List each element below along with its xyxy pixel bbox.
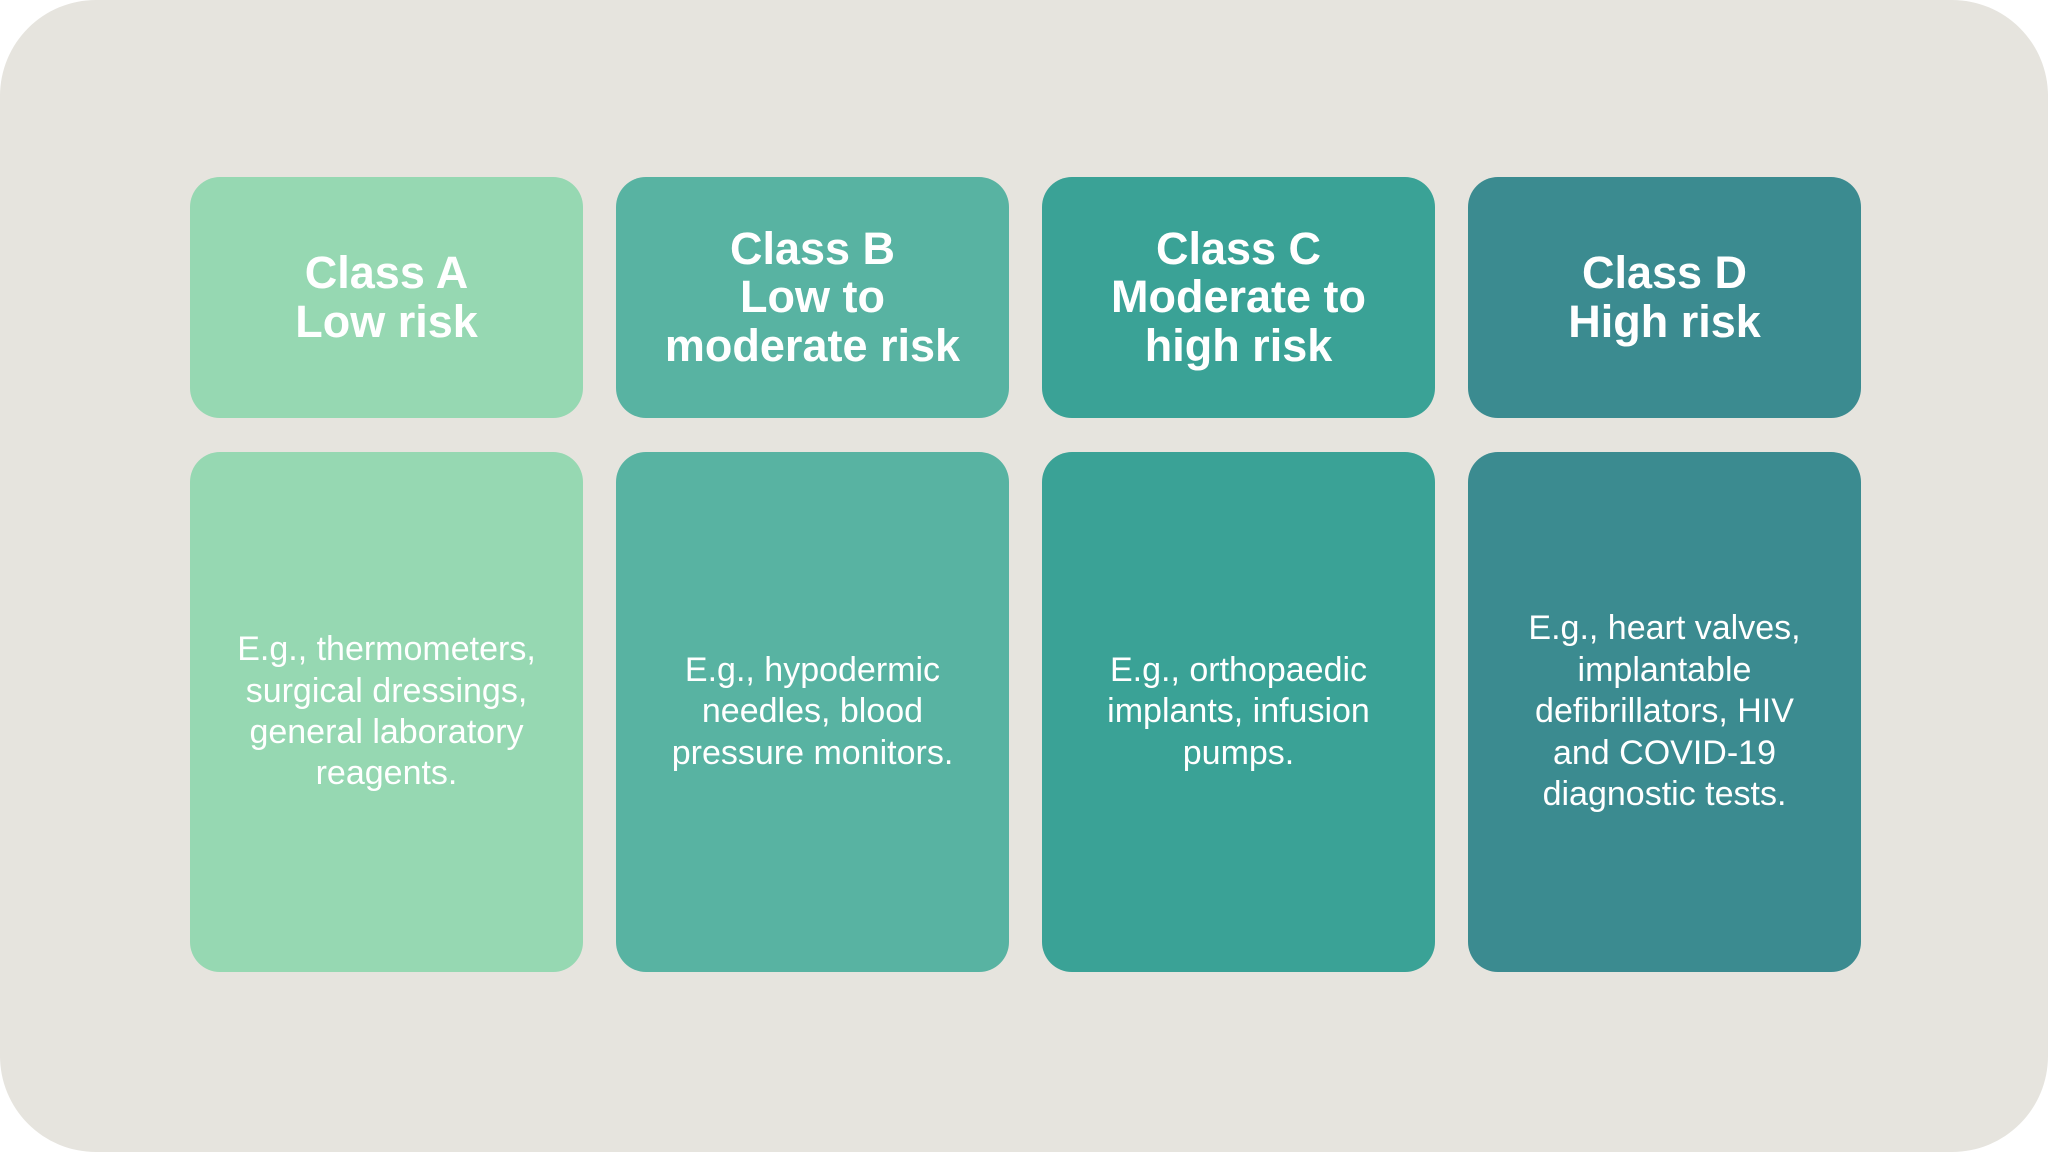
class-c-title: Class C — [1155, 222, 1322, 274]
column-class-b: Class B Low to moderate risk E.g., hypod… — [616, 177, 1009, 972]
class-b-examples-text: E.g., hypodermic needles, blood pressure… — [671, 650, 954, 772]
class-d-risk-label: High risk — [1568, 295, 1761, 347]
class-b-risk-label: Low to moderate risk — [664, 271, 961, 371]
class-c-examples-card: E.g., orthopaedic implants, infusion pum… — [1042, 452, 1435, 972]
class-d-examples-text: E.g., heart valves, implantable defibril… — [1528, 609, 1801, 814]
class-d-title: Class D — [1581, 246, 1748, 298]
class-a-examples-text: E.g., thermometers, surgical dressings, … — [237, 630, 536, 793]
class-a-header-card: Class A Low risk — [190, 177, 583, 418]
class-a-risk-label: Low risk — [295, 295, 478, 347]
class-a-examples-card: E.g., thermometers, surgical dressings, … — [190, 452, 583, 972]
card-grid: Class A Low risk E.g., thermometers, sur… — [190, 177, 1861, 972]
class-b-title: Class B — [729, 222, 896, 274]
class-c-risk-label: Moderate to high risk — [1110, 271, 1366, 371]
class-c-header-card: Class C Moderate to high risk — [1042, 177, 1435, 418]
class-c-examples-text: E.g., orthopaedic implants, infusion pum… — [1107, 650, 1370, 772]
class-d-header-card: Class D High risk — [1468, 177, 1861, 418]
column-class-a: Class A Low risk E.g., thermometers, sur… — [190, 177, 583, 972]
column-class-c: Class C Moderate to high risk E.g., orth… — [1042, 177, 1435, 972]
class-b-examples-card: E.g., hypodermic needles, blood pressure… — [616, 452, 1009, 972]
class-d-examples-card: E.g., heart valves, implantable defibril… — [1468, 452, 1861, 972]
column-class-d: Class D High risk E.g., heart valves, im… — [1468, 177, 1861, 972]
class-a-title: Class A — [304, 246, 469, 298]
class-b-header-card: Class B Low to moderate risk — [616, 177, 1009, 418]
